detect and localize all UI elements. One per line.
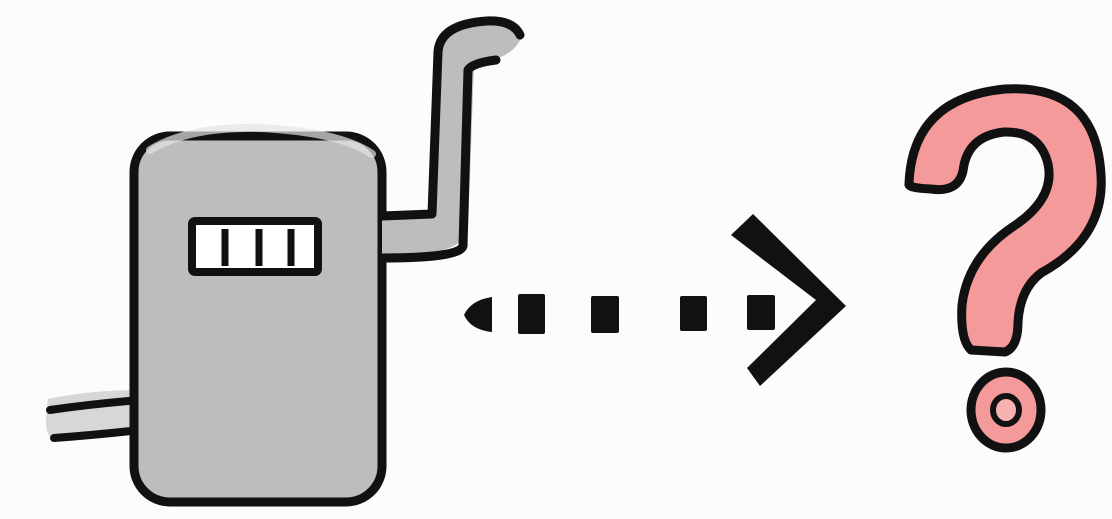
arrow-dash-2 xyxy=(518,294,545,334)
tank-display xyxy=(192,221,318,272)
question-dot-inner xyxy=(993,396,1019,424)
tank-body xyxy=(134,136,382,502)
arrow-dash-1 xyxy=(464,297,492,332)
arrow-dash-4 xyxy=(680,296,707,331)
question-curve xyxy=(909,89,1101,352)
question-mark-icon xyxy=(909,89,1101,448)
water-heater-icon xyxy=(46,21,522,502)
top-pipe-fill xyxy=(382,22,522,259)
dotted-arrow-icon xyxy=(464,214,846,386)
arrow-dash-3 xyxy=(591,296,619,333)
arrow-shaft-end xyxy=(747,295,775,330)
